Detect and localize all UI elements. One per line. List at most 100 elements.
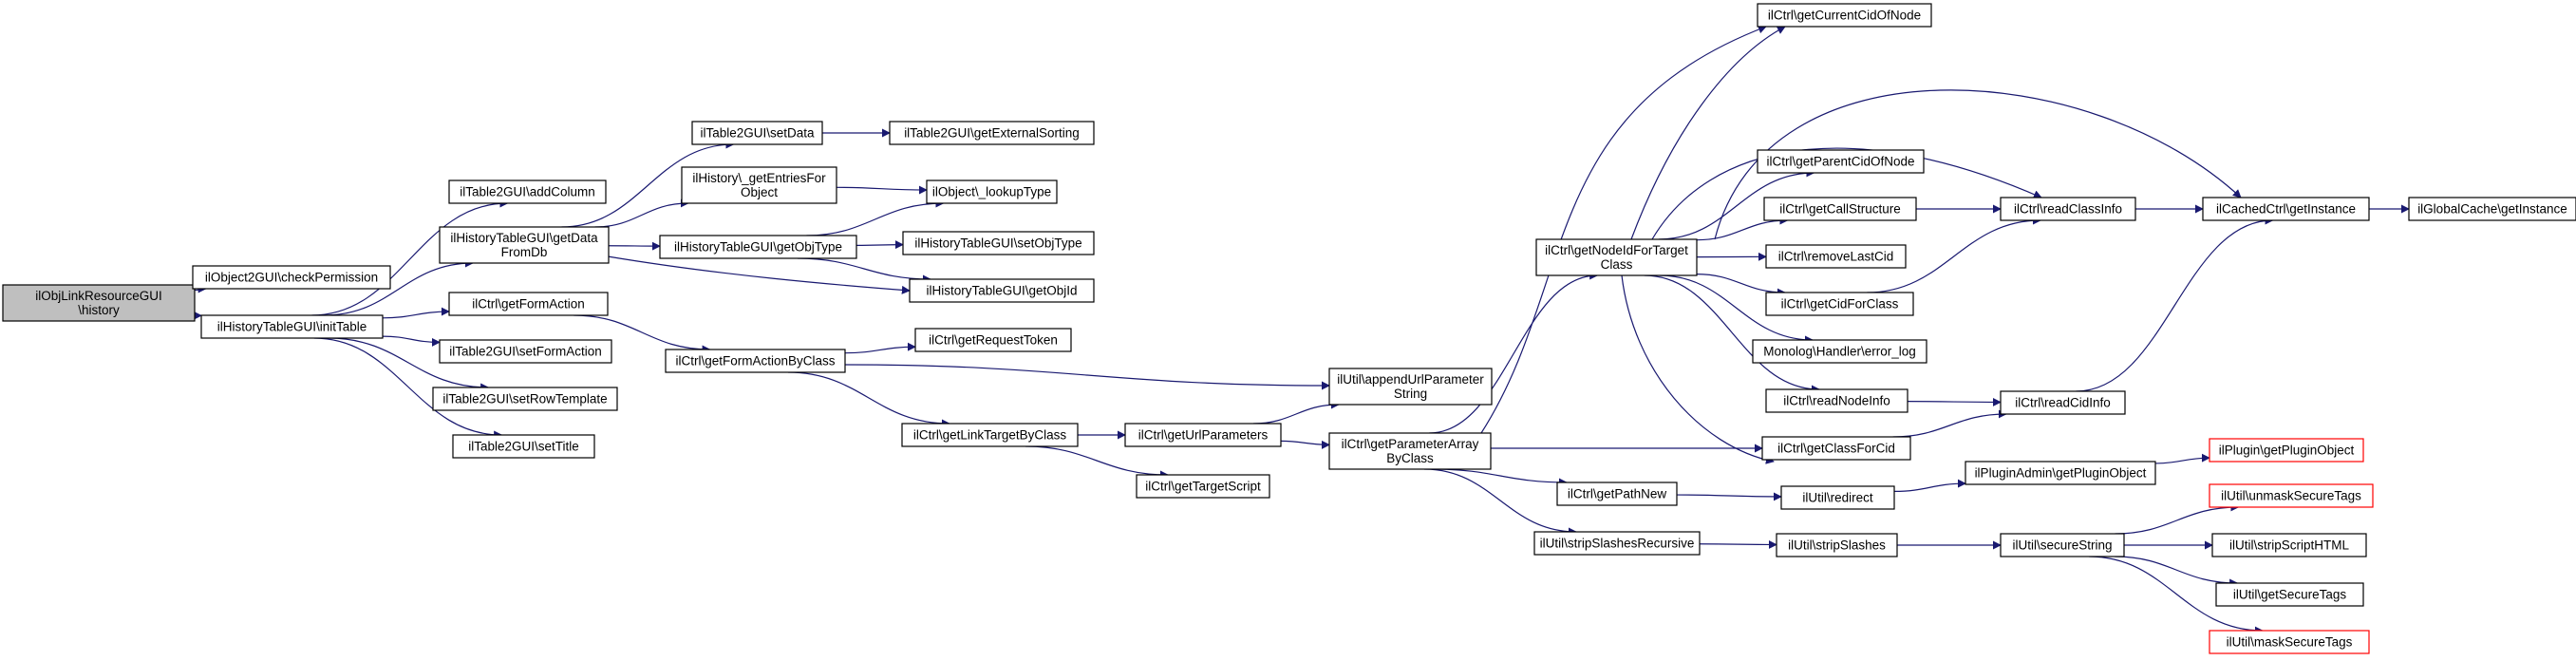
node-root[interactable]: ilObjLinkResourceGUI\history: [2, 284, 196, 322]
node-getRequestToken[interactable]: ilCtrl\getRequestToken: [914, 328, 1072, 352]
node-getCidForClass[interactable]: ilCtrl\getCidForClass: [1765, 292, 1914, 316]
node-label-line: ilCtrl\getParentCidOfNode: [1766, 155, 1914, 169]
node-box: [2000, 197, 2136, 221]
node-setObjType[interactable]: ilHistoryTableGUI\setObjType: [902, 231, 1095, 255]
edge: [1676, 492, 1782, 501]
node-removeLastCid[interactable]: ilCtrl\removeLastCid: [1765, 244, 1907, 269]
node-box: [1124, 423, 1282, 447]
node-stripSlashesRecursive[interactable]: ilUtil\stripSlashesRecursive: [1533, 531, 1701, 556]
node-label-line: ilObjLinkResourceGUI: [35, 289, 162, 303]
node-getClassForCid[interactable]: ilCtrl\getClassForCid: [1761, 436, 1911, 461]
node-stripScriptHTML[interactable]: ilUtil\stripScriptHTML: [2211, 533, 2367, 557]
edge: [844, 342, 916, 354]
edge: [2154, 453, 2210, 464]
edge-getCidForClass-to-readClassInfo: [1867, 216, 2042, 293]
edge: [1907, 397, 2002, 406]
node-label-line: ilTable2GUI\getExternalSorting: [904, 126, 1080, 141]
edge-getNodeIdForTargetClass-to-readNodeInfo: [1644, 274, 1820, 394]
node-label-line: ByClass: [1386, 451, 1434, 465]
node-setRowTemplate[interactable]: ilTable2GUI\setRowTemplate: [432, 387, 618, 411]
node-readNodeInfo[interactable]: ilCtrl\readNodeInfo: [1765, 388, 1908, 413]
node-getUrlParameters[interactable]: ilCtrl\getUrlParameters: [1124, 423, 1282, 447]
edge-root-to-initTable: [193, 311, 202, 320]
node-box: [1556, 482, 1678, 506]
node-checkPerm[interactable]: ilObject2GUI\checkPermission: [192, 265, 391, 290]
node-pluginGetPluginObject[interactable]: ilPlugin\getPluginObject: [2209, 438, 2364, 463]
node-redirect[interactable]: ilUtil\redirect: [1780, 485, 1895, 510]
edge-getNodeIdForTargetClass-to-getCurrentCidOfNode: [1630, 26, 1786, 240]
edge: [193, 311, 202, 320]
node-getPluginObjectAdmin[interactable]: ilPluginAdmin\getPluginObject: [1965, 461, 2156, 485]
node-label-line: ilHistoryTableGUI\initTable: [217, 320, 367, 334]
node-getFormAction[interactable]: ilCtrl\getFormAction: [448, 292, 609, 316]
node-getCurrentCidOfNode[interactable]: ilCtrl\getCurrentCidOfNode: [1757, 3, 1932, 28]
node-label-line: ilHistoryTableGUI\setObjType: [914, 236, 1081, 251]
node-getExternalSorting[interactable]: ilTable2GUI\getExternalSorting: [889, 121, 1095, 145]
node-getPathNew[interactable]: ilCtrl\getPathNew: [1556, 482, 1678, 506]
node-stripSlashes[interactable]: ilUtil\stripSlashes: [1776, 533, 1898, 557]
node-readCidInfo[interactable]: ilCtrl\readCidInfo: [2000, 390, 2126, 415]
node-setFormAction[interactable]: ilTable2GUI\setFormAction: [439, 339, 612, 364]
node-getSecureTags[interactable]: ilUtil\getSecureTags: [2215, 582, 2364, 607]
node-readClassInfo[interactable]: ilCtrl\readClassInfo: [2000, 197, 2136, 221]
node-label-line: ilUtil\maskSecureTags: [2227, 635, 2353, 650]
edge: [2115, 502, 2240, 535]
node-unmaskSecureTags[interactable]: ilUtil\unmaskSecureTags: [2209, 483, 2374, 508]
node-setData[interactable]: ilTable2GUI\setData: [691, 121, 823, 145]
node-getCallStructure[interactable]: ilCtrl\getCallStructure: [1763, 197, 1917, 221]
node-globalCacheGetInstance[interactable]: ilGlobalCache\getInstance: [2408, 197, 2576, 221]
node-box: [1776, 533, 1898, 557]
edge: [2115, 556, 2239, 588]
edge-getParameterArrayByClass-to-getNodeIdForTargetClass: [1429, 271, 1599, 434]
node-initTable[interactable]: ilHistoryTableGUI\initTable: [200, 314, 384, 339]
node-lookupType[interactable]: ilObject\_lookupType: [926, 179, 1058, 204]
node-label-line: ilGlobalCache\getInstance: [2417, 202, 2567, 217]
edge: [1621, 274, 1775, 464]
node-label-line: ilCtrl\getRequestToken: [929, 333, 1058, 348]
node-label-line: Class: [1601, 257, 1633, 272]
edge: [1252, 400, 1340, 425]
node-label-line: ilHistory\_getEntriesFor: [692, 171, 826, 185]
node-box: [1965, 461, 2156, 485]
edge: [1714, 89, 2242, 240]
node-label-line: ilPluginAdmin\getPluginObject: [1975, 466, 2147, 481]
node-maskSecureTags[interactable]: ilUtil\maskSecureTags: [2209, 630, 2370, 654]
node-setTitle[interactable]: ilTable2GUI\setTitle: [452, 434, 595, 459]
edge: [1659, 274, 1814, 345]
node-getObjType[interactable]: ilHistoryTableGUI\getObjType: [659, 235, 857, 259]
node-secureString[interactable]: ilUtil\secureString: [2000, 533, 2125, 557]
node-label-line: String: [1394, 387, 1427, 401]
node-label-line: ilUtil\secureString: [2012, 538, 2112, 553]
node-box: [2408, 197, 2576, 221]
edge: [806, 198, 945, 236]
node-getTargetScript[interactable]: ilCtrl\getTargetScript: [1136, 474, 1270, 499]
edge: [382, 307, 450, 319]
node-addColumn[interactable]: ilTable2GUI\addColumn: [448, 179, 607, 204]
node-box: [1535, 238, 1698, 276]
edge: [573, 314, 711, 354]
node-box: [1328, 432, 1492, 470]
node-label-line: ilUtil\stripScriptHTML: [2229, 538, 2350, 553]
node-box: [2211, 533, 2367, 557]
node-label-line: ilUtil\stripSlashesRecursive: [1540, 537, 1695, 551]
edge-getParameterArrayByClass-to-stripSlashesRecursive: [1423, 468, 1577, 537]
edge: [1696, 216, 1789, 241]
node-label-line: ilUtil\unmaskSecureTags: [2221, 489, 2361, 503]
node-getObjId[interactable]: ilHistoryTableGUI\getObjId: [909, 278, 1095, 303]
node-cachedGetInstance[interactable]: ilCachedCtrl\getInstance: [2202, 197, 2370, 221]
node-label-line: ilHistoryTableGUI\getData: [450, 231, 598, 245]
node-getFormActionByClass[interactable]: ilCtrl\getFormActionByClass: [665, 349, 846, 373]
edge-initTable-to-setFormAction: [382, 335, 441, 347]
node-label-line: ilUtil\redirect: [1802, 491, 1873, 505]
edge-getParameterArrayByClass-to-getPathNew: [1433, 468, 1568, 487]
edge-getDataFromDb-to-setData: [561, 140, 735, 228]
node-getParentCidOfNode[interactable]: ilCtrl\getParentCidOfNode: [1757, 149, 1925, 174]
edge: [1867, 216, 2042, 293]
node-getLinkTargetByClass[interactable]: ilCtrl\getLinkTargetByClass: [901, 423, 1079, 447]
node-errorLog[interactable]: Monolog\Handler\error_log: [1752, 339, 1927, 364]
